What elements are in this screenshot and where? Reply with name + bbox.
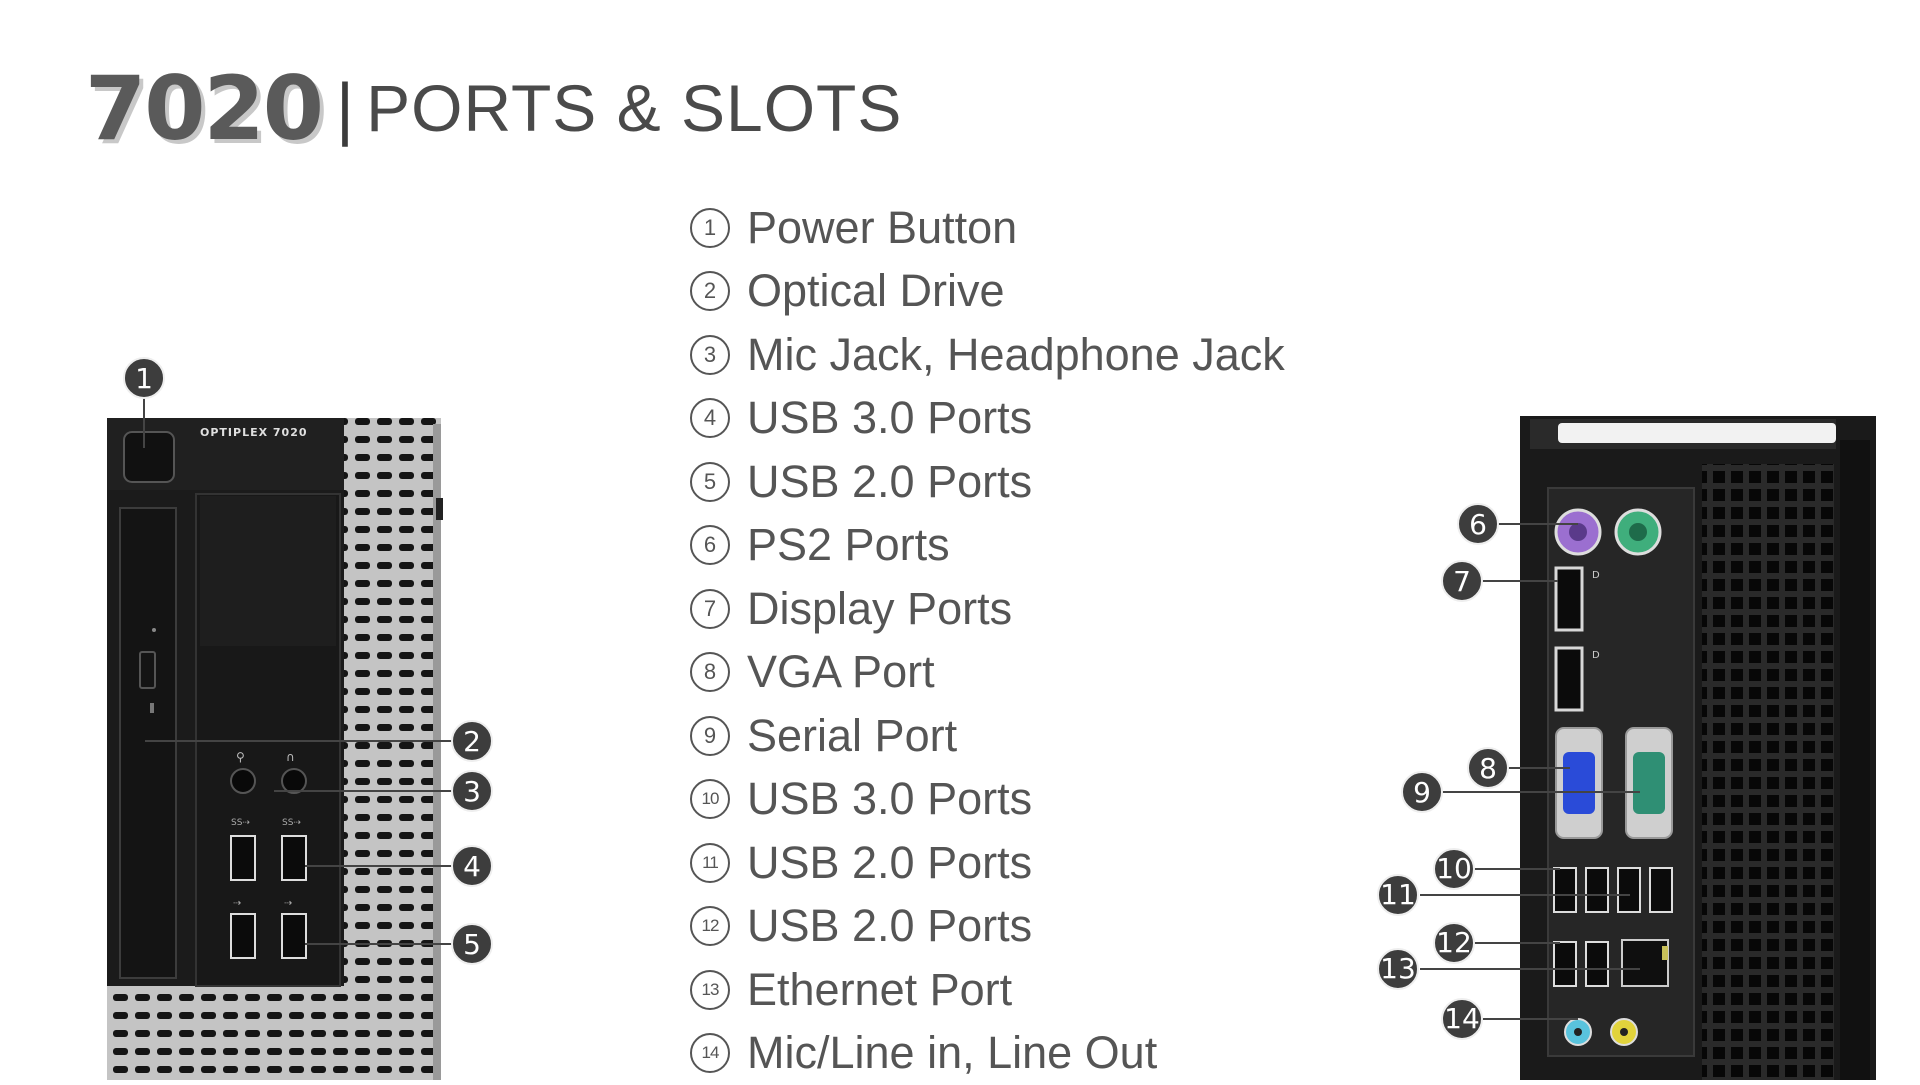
headphone-jack <box>282 769 306 793</box>
usb2-port <box>1586 942 1608 986</box>
callout-number: 2 <box>463 725 481 758</box>
display-port <box>1556 568 1582 630</box>
callout-number: 7 <box>1453 565 1471 598</box>
usb3-port <box>282 836 306 880</box>
callout-13: 13 <box>1378 949 1418 989</box>
usb-icon: SS⇢ <box>282 818 301 828</box>
back-vent <box>1702 464 1834 1080</box>
vga-port <box>1563 752 1595 814</box>
ethernet-port <box>1622 940 1668 986</box>
mic-icon: ⚲ <box>236 750 245 764</box>
callout-number: 10 <box>1436 852 1472 885</box>
callout-number: 12 <box>1436 926 1472 959</box>
callout-number: 1 <box>135 362 153 395</box>
callout-number: 14 <box>1444 1002 1480 1035</box>
callout-11: 11 <box>1378 875 1418 915</box>
usb2-port <box>1554 942 1576 986</box>
callout-number: 5 <box>463 928 481 961</box>
top-label-strip <box>1558 423 1836 443</box>
callout-number: 6 <box>1469 508 1487 541</box>
callout-3: 3 <box>452 771 492 811</box>
usb3-port <box>1554 868 1576 912</box>
usb-icon: ⇢ <box>284 898 292 909</box>
callout-14: 14 <box>1442 999 1482 1039</box>
callout-number: 9 <box>1413 776 1431 809</box>
brand-label: OPTIPLEX 7020 <box>200 426 308 439</box>
callout-number: 4 <box>463 850 481 883</box>
usb2-port <box>231 914 255 958</box>
usb3-port <box>231 836 255 880</box>
callout-number: 11 <box>1380 878 1416 911</box>
usb3-port <box>1586 868 1608 912</box>
callout-number: 13 <box>1380 952 1416 985</box>
callout-1: 1 <box>124 358 164 398</box>
callout-8: 8 <box>1468 748 1508 788</box>
callout-7: 7 <box>1442 561 1482 601</box>
usb-icon: SS⇢ <box>231 818 250 828</box>
displayport-icon: D <box>1592 570 1600 581</box>
callout-6: 6 <box>1458 504 1498 544</box>
headphone-icon: ∩ <box>286 750 295 764</box>
serial-port <box>1633 752 1665 814</box>
usb-icon: ⇢ <box>233 898 241 909</box>
callout-10: 10 <box>1434 849 1474 889</box>
display-port <box>1556 648 1582 710</box>
callout-9: 9 <box>1402 772 1442 812</box>
optical-drive-bay <box>120 508 176 978</box>
callout-2: 2 <box>452 721 492 761</box>
callout-5: 5 <box>452 924 492 964</box>
callout-number: 3 <box>463 775 481 808</box>
usb2-port <box>1650 868 1672 912</box>
callout-4: 4 <box>452 846 492 886</box>
callout-12: 12 <box>1434 923 1474 963</box>
callout-number: 8 <box>1479 752 1497 785</box>
usb2-port <box>282 914 306 958</box>
power-button <box>124 432 174 482</box>
front-view-pc: OPTIPLEX 7020 ⚲ ∩ SS⇢ SS⇢ ⇢ ⇢ <box>107 394 455 1080</box>
mic-jack <box>231 769 255 793</box>
displayport-icon: D <box>1592 650 1600 661</box>
usb2-port <box>1618 868 1640 912</box>
